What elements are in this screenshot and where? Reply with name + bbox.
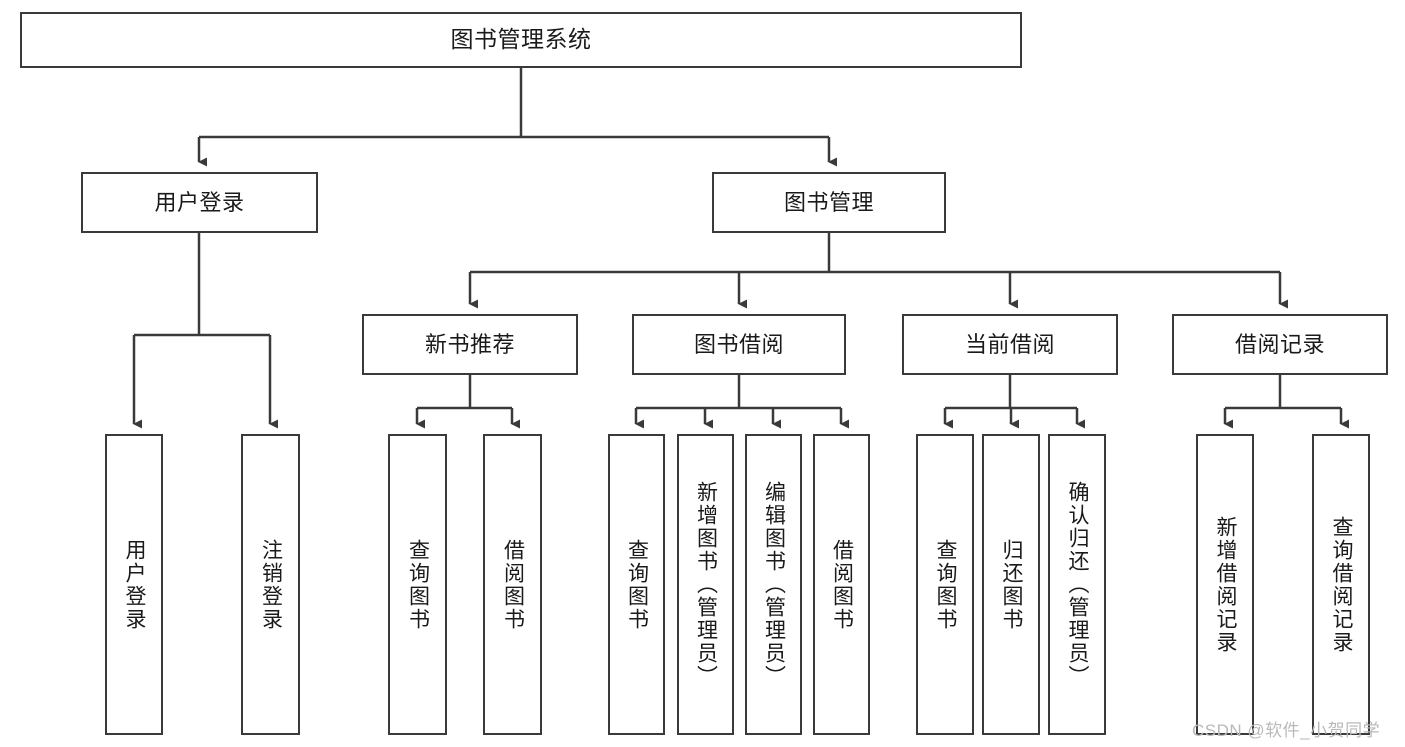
- leaf-node-9[interactable]: 归还图书: [982, 434, 1040, 735]
- leaf-node-4[interactable]: 查询图书: [608, 434, 665, 735]
- node-label: 图书管理: [783, 189, 874, 215]
- leaf-node-8[interactable]: 查询图书: [916, 434, 974, 735]
- leaf-node-10[interactable]: 确认归还（管理员）: [1048, 434, 1106, 735]
- node-label: 新书推荐: [424, 331, 515, 357]
- leaf-node-11[interactable]: 新增借阅记录: [1196, 434, 1254, 735]
- level1-node-1[interactable]: 图书管理: [712, 172, 946, 233]
- node-label: 确认归还（管理员）: [1066, 481, 1090, 688]
- level1-node-0[interactable]: 用户登录: [81, 172, 318, 233]
- leaf-node-7[interactable]: 借阅图书: [813, 434, 870, 735]
- node-label: 新增图书（管理员）: [694, 481, 718, 688]
- node-label: 借阅图书: [830, 538, 854, 631]
- node-label: 图书借阅: [693, 331, 784, 357]
- node-label: 查询图书: [934, 538, 958, 631]
- node-label: 借阅图书: [501, 538, 525, 631]
- leaf-node-3[interactable]: 借阅图书: [483, 434, 542, 735]
- node-label: 归还图书: [1000, 538, 1024, 631]
- level2-node-0[interactable]: 新书推荐: [362, 314, 578, 375]
- node-label: 查询图书: [406, 538, 430, 631]
- csdn-watermark: CSDN @软件_小贺同学: [1192, 721, 1381, 740]
- root-node[interactable]: 图书管理系统: [20, 12, 1022, 68]
- node-label: 用户登录: [123, 538, 147, 631]
- leaf-node-6[interactable]: 编辑图书（管理员）: [745, 434, 802, 735]
- level2-node-3[interactable]: 借阅记录: [1172, 314, 1388, 375]
- leaf-node-0[interactable]: 用户登录: [105, 434, 163, 735]
- node-label: 查询图书: [625, 538, 649, 631]
- node-label: 借阅记录: [1234, 331, 1325, 357]
- node-label: 查询借阅记录: [1330, 515, 1354, 654]
- leaf-node-5[interactable]: 新增图书（管理员）: [677, 434, 734, 735]
- leaf-node-2[interactable]: 查询图书: [388, 434, 447, 735]
- node-label: 新增借阅记录: [1214, 515, 1238, 654]
- level2-node-1[interactable]: 图书借阅: [632, 314, 846, 375]
- node-label: 图书管理系统: [450, 26, 592, 53]
- node-label: 注销登录: [259, 538, 283, 631]
- level2-node-2[interactable]: 当前借阅: [902, 314, 1118, 375]
- node-label: 用户登录: [154, 189, 245, 215]
- node-label: 当前借阅: [964, 331, 1055, 357]
- leaf-node-12[interactable]: 查询借阅记录: [1312, 434, 1370, 735]
- node-label: 编辑图书（管理员）: [762, 481, 786, 688]
- leaf-node-1[interactable]: 注销登录: [241, 434, 300, 735]
